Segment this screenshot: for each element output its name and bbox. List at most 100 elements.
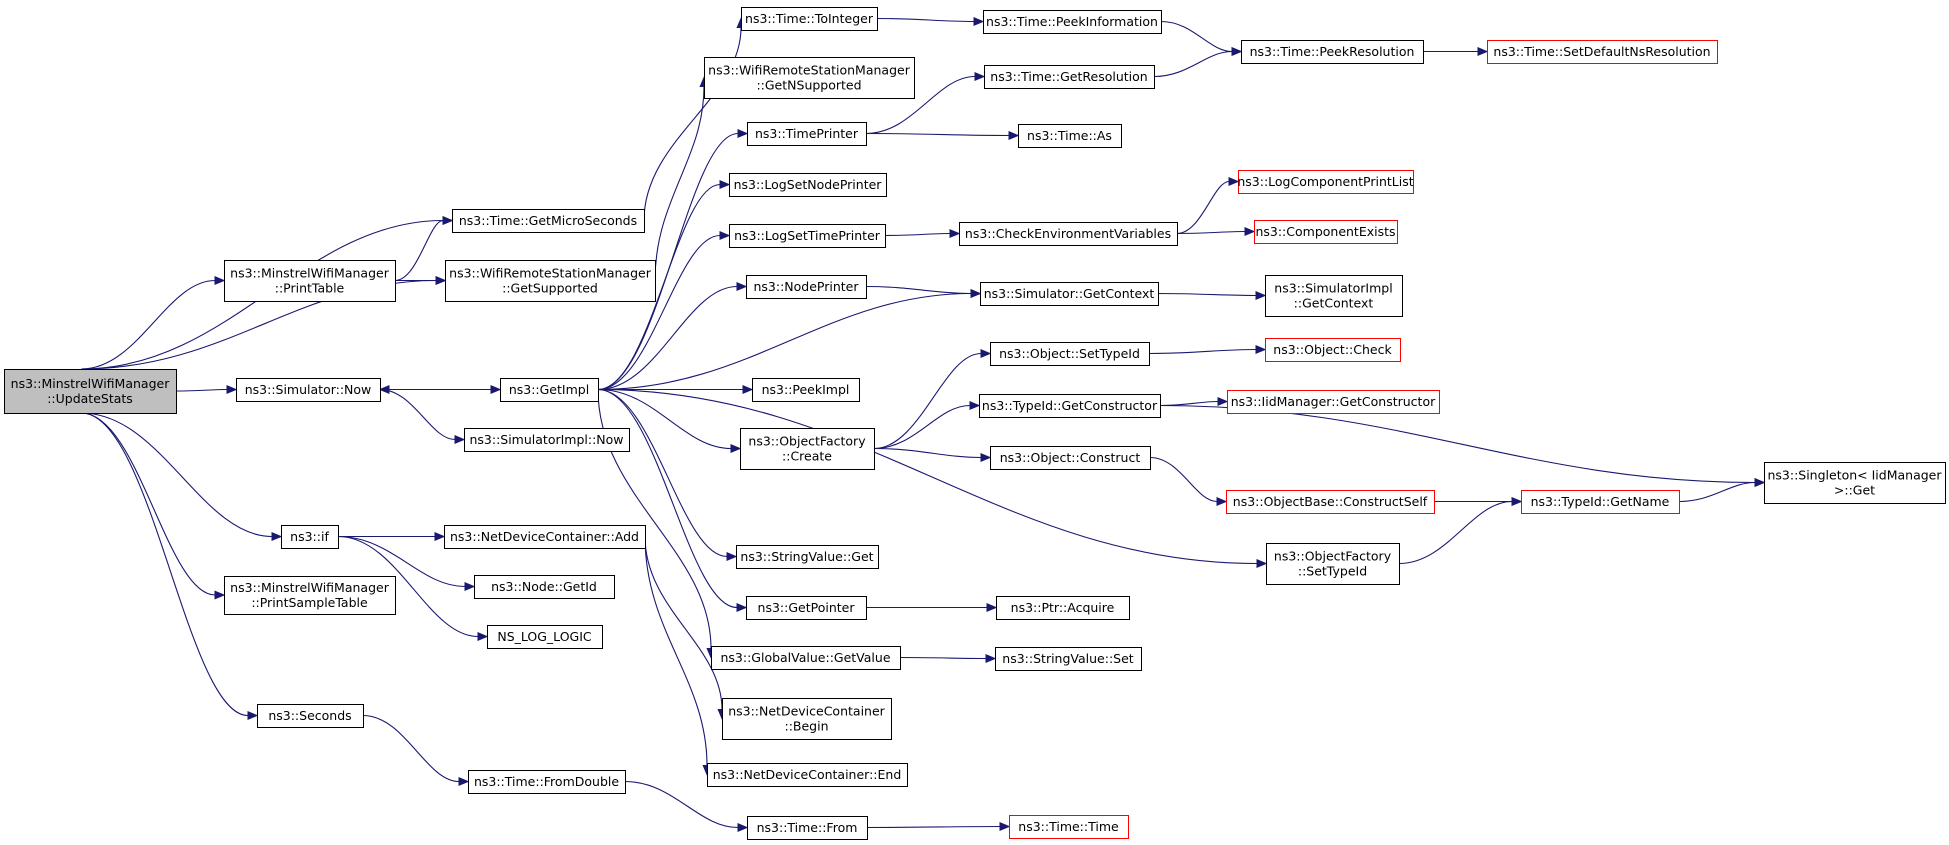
node-label: ns3::LogSetTimePrinter <box>734 228 881 243</box>
node-label: ns3::TimePrinter <box>755 126 859 141</box>
node-tidgetname[interactable]: ns3::TypeId::GetName <box>1521 490 1680 514</box>
edge-root-to-if <box>81 412 283 542</box>
node-timeas[interactable]: ns3::Time::As <box>1018 124 1122 148</box>
node-label: ns3::WifiRemoteStationManager <box>708 63 911 78</box>
node-timefrom[interactable]: ns3::Time::From <box>747 816 868 840</box>
node-label: ns3::ComponentExists <box>1255 224 1395 239</box>
node-simnow[interactable]: ns3::Simulator::Now <box>236 378 381 402</box>
node-logcompprint[interactable]: ns3::LogComponentPrintList <box>1237 170 1414 194</box>
node-label: ns3::Time::GetResolution <box>990 69 1147 84</box>
edge-getimpl-to-ofcreate <box>597 388 742 454</box>
node-getnsupported[interactable]: ns3::WifiRemoteStationManager::GetNSuppo… <box>704 57 915 99</box>
node-setdefaultres[interactable]: ns3::Time::SetDefaultNsResolution <box>1487 40 1718 64</box>
node-box <box>959 222 1178 246</box>
node-label: ::PrintTable <box>275 281 345 296</box>
node-ptracquire[interactable]: ns3::Ptr::Acquire <box>996 596 1130 620</box>
node-box <box>752 378 860 402</box>
edge-timeprinter-to-getres <box>865 71 986 135</box>
edge-getres-to-peekres <box>1153 46 1243 78</box>
edge-if-to-nodegetid <box>337 535 476 592</box>
node-label: ns3::Time::As <box>1027 128 1112 143</box>
node-box <box>474 575 615 599</box>
node-gvgetvalue[interactable]: ns3::GlobalValue::GetValue <box>711 646 901 670</box>
node-fromdouble[interactable]: ns3::Time::FromDouble <box>468 770 626 794</box>
node-simgetctx[interactable]: ns3::Simulator::GetContext <box>980 282 1159 306</box>
edge-simnow-to-simimplnow <box>379 388 466 445</box>
node-simimplctx[interactable]: ns3::SimulatorImpl::GetContext <box>1265 275 1403 317</box>
node-label: ns3::Simulator::Now <box>245 382 372 397</box>
node-ndcadd[interactable]: ns3::NetDeviceContainer::Add <box>444 525 646 549</box>
node-box <box>995 647 1142 671</box>
node-label: ns3::StringValue::Get <box>740 549 873 564</box>
node-label: ns3::Singleton< IidManager <box>1767 468 1942 483</box>
node-label: ns3::Object::Check <box>1273 342 1392 357</box>
node-label: ns3::TypeId::GetName <box>1531 494 1670 509</box>
call-graph-nodes: ns3::MinstrelWifiManager::UpdateStatsns3… <box>4 7 1946 840</box>
edge-tidgetctor-to-singletonget <box>1159 404 1766 488</box>
node-logsetnode[interactable]: ns3::LogSetNodePrinter <box>729 173 887 197</box>
node-nodegetid[interactable]: ns3::Node::GetId <box>474 575 615 599</box>
node-box <box>1018 124 1122 148</box>
node-box <box>990 342 1150 366</box>
node-tointeger[interactable]: ns3::Time::ToInteger <box>741 7 878 31</box>
node-objcheck[interactable]: ns3::Object::Check <box>1265 338 1401 362</box>
node-box <box>983 10 1162 34</box>
node-label: ns3::NetDeviceContainer::End <box>713 767 902 782</box>
node-box <box>980 282 1159 306</box>
node-seconds[interactable]: ns3::Seconds <box>257 704 364 728</box>
node-tidgetctor[interactable]: ns3::TypeId::GetConstructor <box>979 394 1161 418</box>
node-getpointer[interactable]: ns3::GetPointer <box>746 596 867 620</box>
node-simimplnow[interactable]: ns3::SimulatorImpl::Now <box>464 428 630 452</box>
node-box <box>996 596 1130 620</box>
node-timeprinter[interactable]: ns3::TimePrinter <box>747 122 867 146</box>
node-compexists[interactable]: ns3::ComponentExists <box>1254 220 1398 244</box>
edge-tointeger-to-peekinfo <box>876 16 985 27</box>
node-peekimpl[interactable]: ns3::PeekImpl <box>752 378 860 402</box>
node-logsettime[interactable]: ns3::LogSetTimePrinter <box>729 224 886 248</box>
edge-tidgetname-to-singletonget <box>1678 477 1766 503</box>
node-printtable[interactable]: ns3::MinstrelWifiManager::PrintTable <box>224 260 396 302</box>
node-getres[interactable]: ns3::Time::GetResolution <box>984 65 1155 89</box>
node-nodeprinter[interactable]: ns3::NodePrinter <box>746 275 867 299</box>
node-objbaseconstruct[interactable]: ns3::ObjectBase::ConstructSelf <box>1226 490 1435 514</box>
edge-getimpl-to-logsettime <box>597 230 731 391</box>
node-label: ns3::Time::From <box>757 820 858 835</box>
node-timetime[interactable]: ns3::Time::Time <box>1009 815 1129 839</box>
node-box <box>487 625 603 649</box>
node-getimpl[interactable]: ns3::GetImpl <box>500 378 599 402</box>
node-singletonget[interactable]: ns3::Singleton< IidManager >::Get <box>1764 462 1946 504</box>
node-box <box>740 428 875 470</box>
node-label: ::GetSupported <box>502 281 598 296</box>
node-ndcend[interactable]: ns3::NetDeviceContainer::End <box>707 763 908 787</box>
node-peekres[interactable]: ns3::Time::PeekResolution <box>1241 40 1424 64</box>
node-iidgetctor[interactable]: ns3::IidManager::GetConstructor <box>1227 390 1440 414</box>
edge-nodeprinter-to-simgetctx <box>865 285 982 299</box>
node-root[interactable]: ns3::MinstrelWifiManager::UpdateStats <box>4 369 177 414</box>
node-peekinfo[interactable]: ns3::Time::PeekInformation <box>983 10 1162 34</box>
node-objconstruct[interactable]: ns3::Object::Construct <box>990 446 1151 470</box>
node-label: >::Get <box>1834 483 1875 498</box>
node-if[interactable]: ns3::if <box>281 525 339 549</box>
node-label: ns3::TypeId::GetConstructor <box>982 398 1158 413</box>
node-strget[interactable]: ns3::StringValue::Get <box>736 545 879 569</box>
node-box <box>224 260 396 302</box>
edge-logsettime-to-checkenv <box>884 228 961 239</box>
node-ofsettypeid[interactable]: ns3::ObjectFactory::SetTypeId <box>1266 543 1400 585</box>
node-printsample[interactable]: ns3::MinstrelWifiManager::PrintSampleTab… <box>224 576 396 615</box>
node-nslog[interactable]: NS_LOG_LOGIC <box>487 625 603 649</box>
node-checkenv[interactable]: ns3::CheckEnvironmentVariables <box>959 222 1178 246</box>
edge-getimpl-to-simnow <box>378 384 500 395</box>
node-getsupported[interactable]: ns3::WifiRemoteStationManager::GetSuppor… <box>445 260 656 302</box>
node-ofcreate[interactable]: ns3::ObjectFactory::Create <box>740 428 875 470</box>
node-label: ::GetContext <box>1294 296 1374 311</box>
node-label: ns3::Time::Time <box>1018 819 1119 834</box>
node-label: ns3::StringValue::Set <box>1002 651 1133 666</box>
node-strset[interactable]: ns3::StringValue::Set <box>995 647 1142 671</box>
node-objsettypeid[interactable]: ns3::Object::SetTypeId <box>990 342 1150 366</box>
node-label: ns3::GetPointer <box>758 600 856 615</box>
node-box <box>1238 170 1414 194</box>
node-getmicro[interactable]: ns3::Time::GetMicroSeconds <box>452 209 645 233</box>
node-box <box>711 646 901 670</box>
node-ndcbegin[interactable]: ns3::NetDeviceContainer::Begin <box>722 698 892 740</box>
node-box <box>468 770 626 794</box>
